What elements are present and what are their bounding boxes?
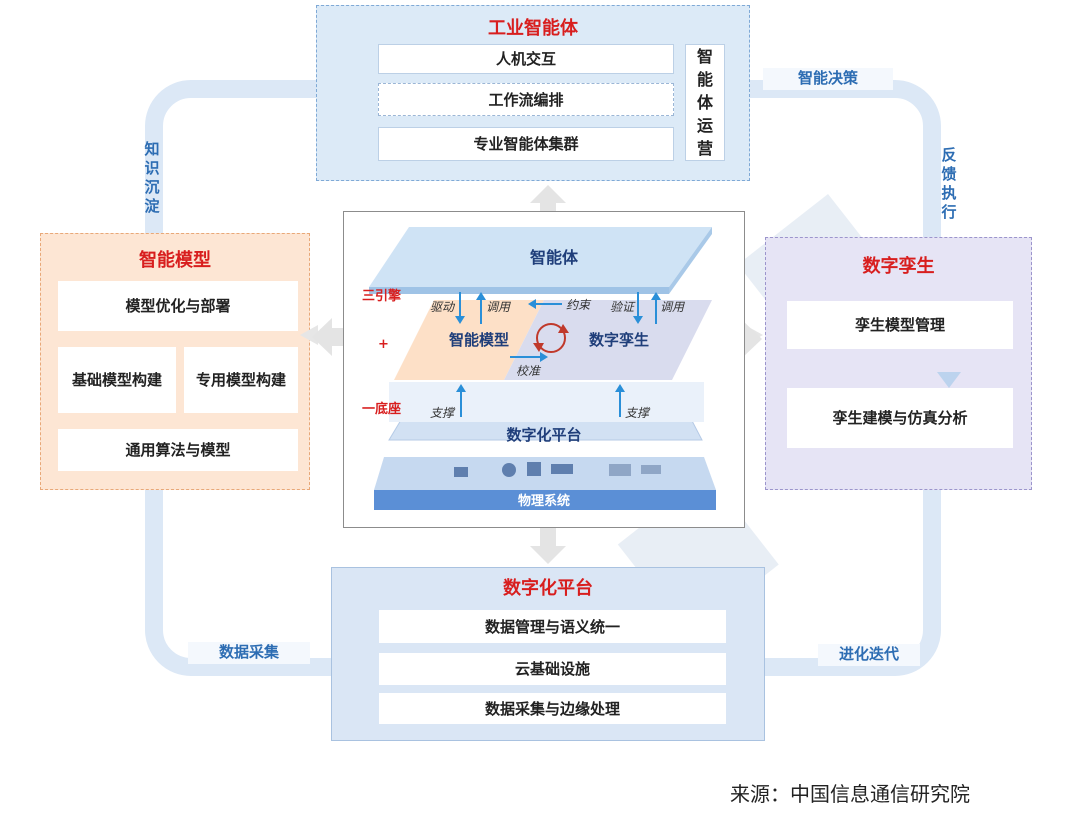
agent-panel: 工业智能体 人机交互 工作流编排 专业智能体集群 智能体运营	[316, 5, 750, 181]
agent-item-label: 人机交互	[495, 50, 556, 68]
center-agent-label: 智能体	[529, 248, 578, 267]
agent-layer-top	[369, 227, 712, 287]
edge-smart-decision: 智能决策	[763, 68, 893, 90]
platform-item-cloud: 云基础设施	[379, 653, 726, 685]
cycle-arrow-1	[558, 324, 569, 333]
center-model-label: 智能模型	[448, 331, 509, 349]
agent-ops-card: 智能体运营	[685, 44, 725, 161]
one-base-label: 一底座	[362, 402, 402, 417]
vertical-double-arrow-top	[530, 185, 566, 217]
agent-layer-edge	[669, 227, 712, 294]
platform-item-label: 数据采集与边缘处理	[484, 699, 620, 718]
constrain-arrowhead	[528, 299, 536, 309]
center-diagram: 智能体 智能模型 数字孪生 数字化平台 物理系统 三引擎 + 一底座 驱动 调用…	[343, 211, 745, 528]
edge-evolve: 进化迭代	[818, 644, 920, 666]
platform-item-edge: 数据采集与边缘处理	[379, 693, 726, 724]
physical-layer-top	[374, 457, 716, 490]
physical-layer-base	[374, 490, 716, 510]
agent-panel-title: 工业智能体	[488, 18, 578, 39]
agent-item-cluster: 专业智能体集群	[378, 127, 674, 161]
edge-data-collect: 数据采集	[188, 642, 310, 664]
platform-item-label: 数据管理与语义统一	[484, 617, 620, 636]
model-item-label: 通用算法与模型	[125, 441, 231, 459]
agent-ops-label: 智能体运营	[696, 47, 713, 158]
twin-layer-shape	[504, 300, 712, 380]
twin-item-management: 孪生模型管理	[787, 301, 1013, 349]
model-item-foundation: 基础模型构建	[58, 347, 176, 413]
model-panel: 智能模型 模型优化与部署 基础模型构建 专用模型构建 通用算法与模型	[40, 233, 310, 490]
platform-item-label: 云基础设施	[514, 660, 590, 678]
drive-label: 驱动	[430, 300, 455, 314]
model-item-label: 专用模型构建	[195, 371, 286, 389]
agent-layer-side	[369, 287, 669, 294]
model-item-label: 基础模型构建	[71, 371, 162, 389]
edge-feedback: 反馈执行	[941, 146, 957, 221]
support-right-arrowhead	[615, 384, 625, 392]
model-item-label: 模型优化与部署	[125, 297, 231, 315]
center-physical-label: 物理系统	[517, 494, 570, 509]
arrow-down-right	[937, 372, 961, 388]
twin-item-label: 孪生模型管理	[854, 316, 945, 334]
model-item-optimize: 模型优化与部署	[58, 281, 298, 331]
drive-arrowhead	[455, 316, 465, 324]
three-engines-label: 三引擎	[362, 289, 402, 304]
center-twin-label: 数字孪生	[588, 331, 649, 349]
calibrate-arrowhead	[540, 352, 548, 362]
device-icons	[454, 462, 661, 477]
invoke-left-label: 调用	[486, 300, 511, 314]
invoke-right-arrowhead	[651, 292, 661, 300]
twin-item-label: 孪生建模与仿真分析	[832, 409, 968, 427]
cycle-ring	[536, 323, 566, 353]
center-layers	[369, 227, 716, 510]
cycle-arrow-2	[533, 343, 544, 352]
model-layer-shape	[394, 300, 544, 380]
support-right-label: 支撑	[625, 406, 650, 420]
model-panel-title: 智能模型	[139, 250, 211, 271]
invoke-right-label: 调用	[660, 300, 685, 314]
horizontal-arrow-left	[312, 318, 348, 356]
calibrate-label: 校准	[516, 364, 541, 378]
verify-arrowhead	[633, 316, 643, 324]
edge-knowledge: 知识沉淀	[144, 140, 160, 215]
twin-item-simulation: 孪生建模与仿真分析	[787, 388, 1013, 448]
invoke-left-arrowhead	[476, 292, 486, 300]
support-left-arrowhead	[456, 384, 466, 392]
constrain-label: 约束	[566, 298, 591, 312]
twin-panel: 数字孪生 孪生模型管理 孪生建模与仿真分析	[765, 237, 1032, 490]
model-item-specialized: 专用模型构建	[184, 347, 298, 413]
center-platform-label: 数字化平台	[506, 426, 582, 444]
platform-item-data-mgmt: 数据管理与语义统一	[379, 610, 726, 643]
vertical-double-arrow-bottom	[530, 528, 566, 564]
arrow-left-in	[300, 325, 318, 345]
platform-layer-glow	[389, 382, 704, 422]
agent-item-label: 专业智能体集群	[473, 135, 579, 153]
platform-panel-title: 数字化平台	[503, 578, 593, 599]
support-left-label: 支撑	[430, 406, 455, 420]
source-caption: 来源：中国信息通信研究院	[730, 782, 970, 806]
agent-item-workflow: 工作流编排	[378, 83, 674, 116]
agent-item-label: 工作流编排	[488, 90, 564, 109]
agent-item-hci: 人机交互	[378, 44, 674, 74]
plus-label: +	[378, 337, 389, 352]
twin-panel-title: 数字孪生	[862, 256, 935, 277]
platform-panel: 数字化平台 数据管理与语义统一 云基础设施 数据采集与边缘处理	[331, 567, 765, 741]
verify-label: 验证	[610, 300, 635, 314]
model-item-general: 通用算法与模型	[58, 429, 298, 471]
